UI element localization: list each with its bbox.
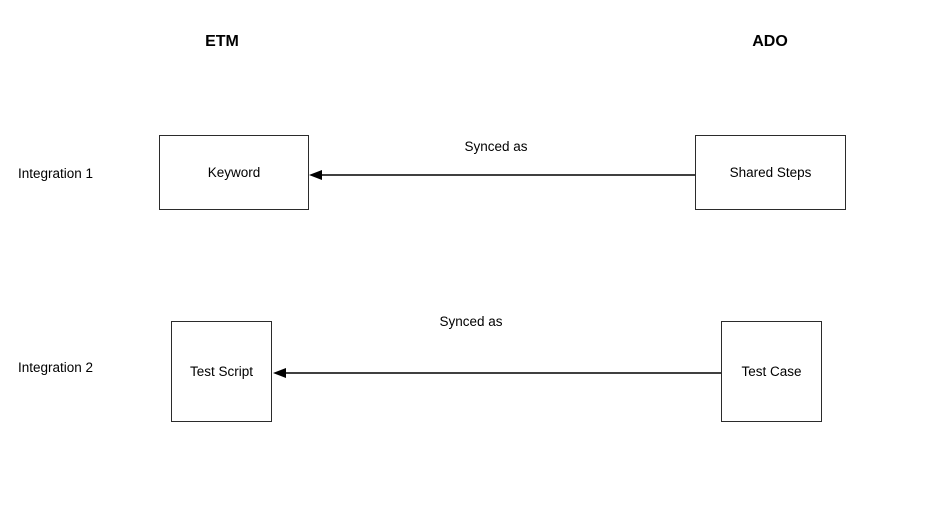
node-shared-steps[interactable]: Shared Steps: [695, 135, 846, 210]
row-label-integration-2: Integration 2: [18, 360, 94, 375]
connector-integration-1: [309, 170, 695, 180]
node-test-case[interactable]: Test Case: [721, 321, 822, 422]
edge-label-integration-2: Synced as: [439, 314, 503, 329]
arrowhead-left-icon-1: [309, 170, 322, 180]
node-shared-steps-label: Shared Steps: [729, 164, 812, 180]
column-header-etm: ETM: [205, 33, 239, 50]
node-keyword[interactable]: Keyword: [159, 135, 309, 210]
column-header-ado: ADO: [752, 33, 788, 50]
arrowhead-left-icon-2: [273, 368, 286, 378]
connector-integration-2: [273, 368, 721, 378]
node-test-case-label: Test Case: [741, 363, 802, 379]
row-label-integration-1: Integration 1: [18, 166, 94, 181]
node-test-script-label: Test Script: [189, 363, 254, 379]
node-keyword-label: Keyword: [207, 164, 261, 180]
node-test-script[interactable]: Test Script: [171, 321, 272, 422]
edge-label-integration-1: Synced as: [464, 139, 528, 154]
